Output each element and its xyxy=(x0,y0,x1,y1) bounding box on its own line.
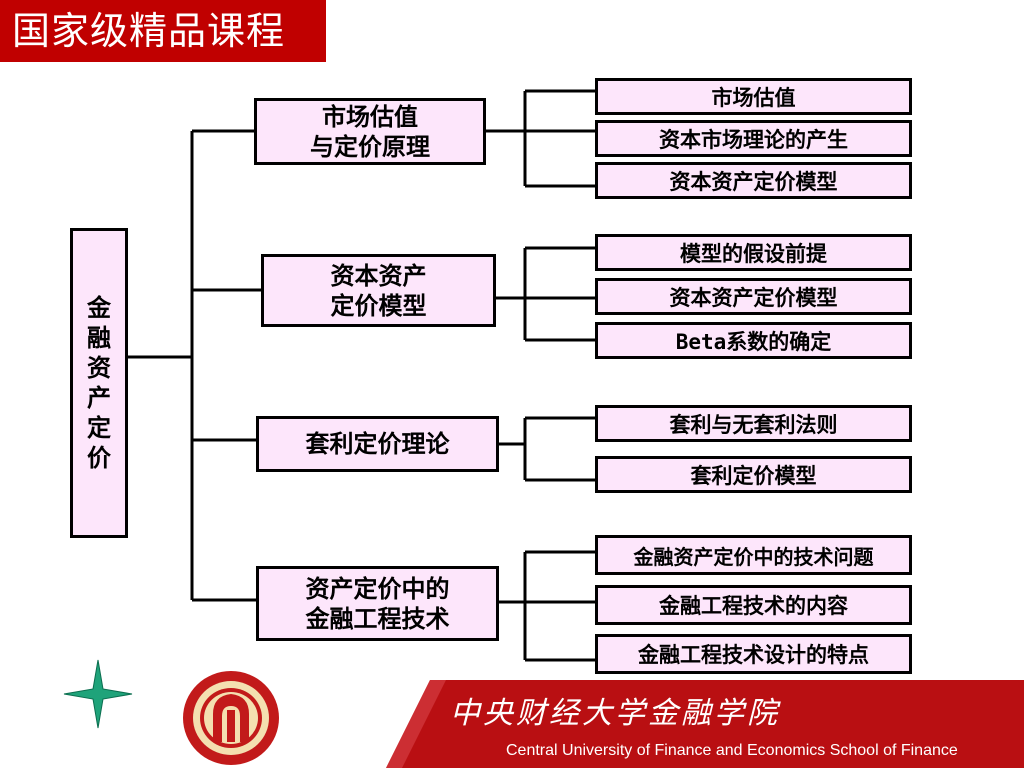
leaf-node: 套利定价模型 xyxy=(595,456,912,493)
leaf-node: Beta系数的确定 xyxy=(595,322,912,359)
branch-node: 资本资产 定价模型 xyxy=(261,254,496,327)
leaf-node: 金融资产定价中的技术问题 xyxy=(595,535,912,575)
branch-node: 资产定价中的 金融工程技术 xyxy=(256,566,499,641)
leaf-node: 资本资产定价模型 xyxy=(595,162,912,199)
four-point-star-icon xyxy=(63,659,133,729)
school-name-chinese: 中央财经大学金融学院 xyxy=(450,696,780,731)
school-name-english: Central University of Finance and Econom… xyxy=(506,742,958,759)
branch-node: 市场估值 与定价原理 xyxy=(254,98,486,165)
footer-band xyxy=(386,680,1024,768)
university-seal-icon xyxy=(183,671,279,765)
leaf-node: 市场估值 xyxy=(595,78,912,115)
branch-node: 套利定价理论 xyxy=(256,416,499,472)
leaf-node: 金融工程技术的内容 xyxy=(595,585,912,625)
leaf-node: 套利与无套利法则 xyxy=(595,405,912,442)
leaf-node: 资本资产定价模型 xyxy=(595,278,912,315)
leaf-node: 模型的假设前提 xyxy=(595,234,912,271)
leaf-node: 资本市场理论的产生 xyxy=(595,120,912,157)
root-node: 金融资产定价 xyxy=(70,228,128,538)
leaf-node: 金融工程技术设计的特点 xyxy=(595,634,912,674)
course-banner: 国家级精品课程 xyxy=(0,0,326,62)
